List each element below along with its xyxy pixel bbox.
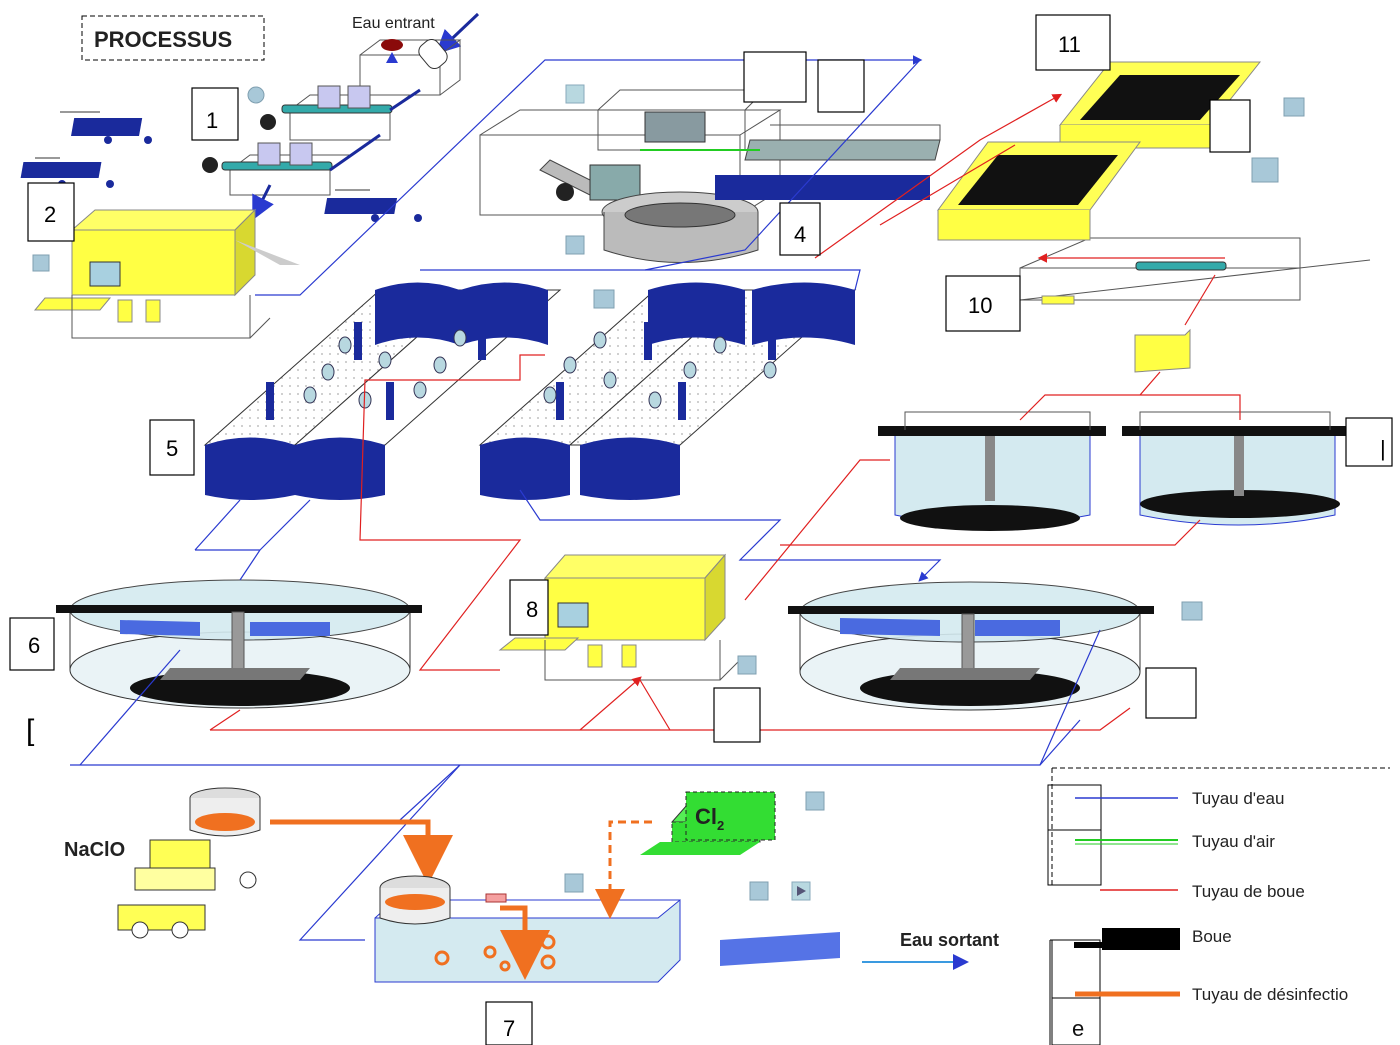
- step-6-label: 6: [28, 633, 40, 658]
- empty-box: [1210, 100, 1250, 152]
- eau-sortant-label: Eau sortant: [900, 930, 999, 950]
- legend-label-disinfection: Tuyau de désinfectio: [1192, 985, 1348, 1004]
- clarifier-right: [788, 582, 1202, 710]
- info-icon[interactable]: [738, 656, 756, 674]
- title-box: PROCESSUS: [82, 16, 264, 60]
- empty-box: [744, 52, 806, 102]
- cl2-label: Cl: [695, 804, 717, 829]
- info-icon[interactable]: [565, 874, 583, 892]
- step-11-label: 11: [1058, 32, 1081, 57]
- step-1-label: 1: [206, 108, 218, 133]
- title-text: PROCESSUS: [94, 27, 232, 52]
- info-icon[interactable]: [1182, 602, 1202, 620]
- legend-label-air: Tuyau d'air: [1192, 832, 1275, 851]
- empty-box: [1146, 668, 1196, 718]
- info-icon[interactable]: [806, 792, 824, 810]
- step-number-boxes: 1 2 11 4 10 5 | 8 6 [ 7: [10, 15, 1392, 1045]
- legend-label-water: Tuyau d'eau: [1192, 789, 1284, 808]
- left-bracket-char: [: [26, 714, 35, 747]
- legend-label-sludge-pipe: Tuyau de boue: [1192, 882, 1305, 901]
- info-icon[interactable]: [1252, 158, 1278, 182]
- info-icon[interactable]: [750, 882, 768, 900]
- digester-tanks: [878, 412, 1350, 531]
- valve-icon: [381, 39, 403, 51]
- chlorine-tank: Cl2: [640, 792, 824, 855]
- empty-box: [714, 688, 760, 742]
- empty-box: [818, 60, 864, 112]
- info-icon[interactable]: [1284, 98, 1304, 116]
- disinfection-unit: [270, 822, 680, 982]
- aeration-basins: [180, 283, 855, 501]
- info-icon[interactable]: [566, 236, 584, 254]
- step-2-label: 2: [44, 202, 56, 227]
- legend-e-label: e: [1072, 1016, 1084, 1041]
- legend-label-sludge: Boue: [1192, 927, 1232, 946]
- clarifier-left: [56, 580, 422, 708]
- eau-entrant-label: Eau entrant: [352, 15, 435, 32]
- cl2-subscript: 2: [717, 818, 724, 833]
- step-8-label: 8: [526, 597, 538, 622]
- grit-removal-unit: [480, 85, 940, 263]
- step-10-label: 10: [968, 293, 992, 318]
- right-box-char: |: [1380, 436, 1386, 461]
- info-icon[interactable]: [594, 290, 614, 308]
- info-icon[interactable]: [33, 255, 49, 271]
- step-4-label: 4: [794, 222, 806, 247]
- step-7-label: 7: [503, 1016, 515, 1041]
- step-5-label: 5: [166, 436, 178, 461]
- info-icon[interactable]: [248, 87, 264, 103]
- outlet: Eau sortant: [720, 882, 999, 966]
- naclo-tanker: NaClO: [64, 788, 260, 938]
- legend: Tuyau d'eau Tuyau d'air Tuyau de boue Bo…: [1048, 768, 1390, 1045]
- gear-icon: [556, 183, 574, 201]
- naclo-label: NaClO: [64, 839, 125, 861]
